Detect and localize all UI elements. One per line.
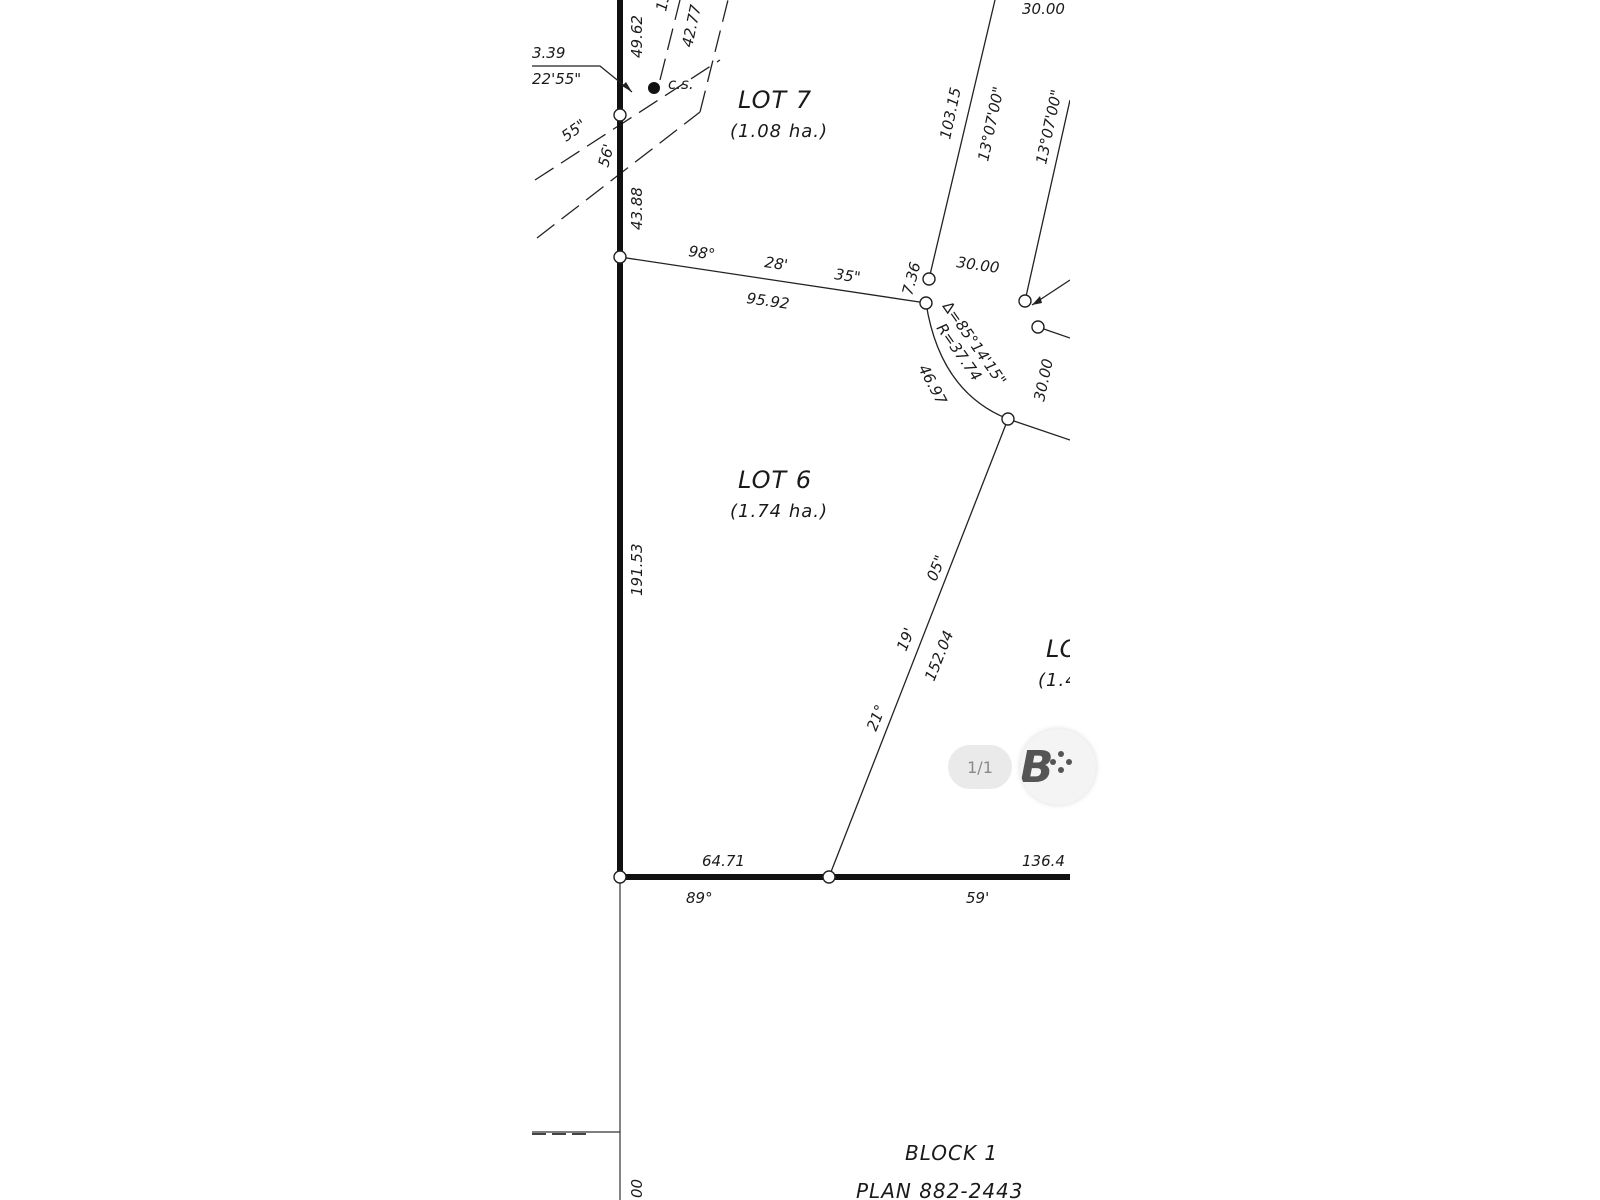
block-label: BLOCK 1	[905, 1141, 998, 1165]
bearing-a: 13°07'00"	[974, 85, 1007, 163]
dim-00-bottom: 00	[628, 1179, 646, 1198]
dim-46-97: 46.97	[914, 361, 950, 408]
dim-103-15: 103.15	[936, 86, 965, 141]
dim-191-53: 191.53	[628, 544, 646, 597]
dim-21-deg: 21°	[863, 702, 890, 733]
lot-6-label: LOT 6	[738, 466, 812, 494]
dim-55-sec: 55"	[558, 116, 590, 146]
dim-64-71: 64.71	[702, 852, 745, 870]
pin-arrow	[1032, 296, 1042, 305]
dim-43-88: 43.88	[628, 187, 646, 230]
dim-7-36: 7.36	[898, 260, 924, 297]
dim-30-00-top: 30.00	[1022, 0, 1065, 18]
dim-89-deg: 89°	[686, 889, 713, 907]
dim-59-min: 59'	[966, 889, 989, 907]
lot-5-area: (1.4	[1038, 670, 1078, 691]
dim-136-4: 136.4	[1022, 852, 1065, 870]
control-station-label: c.s.	[668, 75, 694, 93]
dim-3-39: 3.39	[532, 44, 565, 62]
dim-22-55: 22'55"	[532, 70, 581, 88]
lot-5-label: LO	[1046, 635, 1080, 663]
dim-30-00-arc: 30.00	[1030, 357, 1057, 403]
lot-7-label: LOT 7	[738, 86, 812, 114]
control-station-marker	[648, 82, 660, 94]
dim-19-min: 19'	[893, 625, 918, 653]
dim-98-deg: 98°	[687, 242, 716, 264]
floating-action-button[interactable]: B	[1020, 729, 1096, 805]
leader-arrow	[622, 82, 632, 92]
dim-56-min: 56'	[594, 142, 617, 169]
page-indicator[interactable]: 1/1	[948, 745, 1012, 789]
dim-42-77: 42.77	[678, 3, 705, 49]
survey-pins	[613, 108, 1045, 884]
dim-30-00-mid: 30.00	[955, 253, 1000, 277]
dim-28-min: 28'	[763, 253, 788, 274]
bearing-b: 13°07'00"	[1032, 88, 1065, 166]
dim-95-92: 95.92	[745, 289, 790, 313]
dim-152-04: 152.04	[921, 628, 957, 683]
page-indicator-text: 1/1	[967, 757, 993, 777]
dim-49-62: 49.62	[628, 15, 646, 58]
lot-7-area: (1.08 ha.)	[730, 121, 828, 142]
dim-35-sec: 35"	[833, 265, 861, 286]
float-button-glyph: B	[1020, 742, 1054, 793]
plan-number: PLAN 882-2443	[856, 1179, 1024, 1200]
lot-6-area: (1.74 ha.)	[730, 501, 828, 522]
dim-13-top: 13	[652, 0, 674, 13]
